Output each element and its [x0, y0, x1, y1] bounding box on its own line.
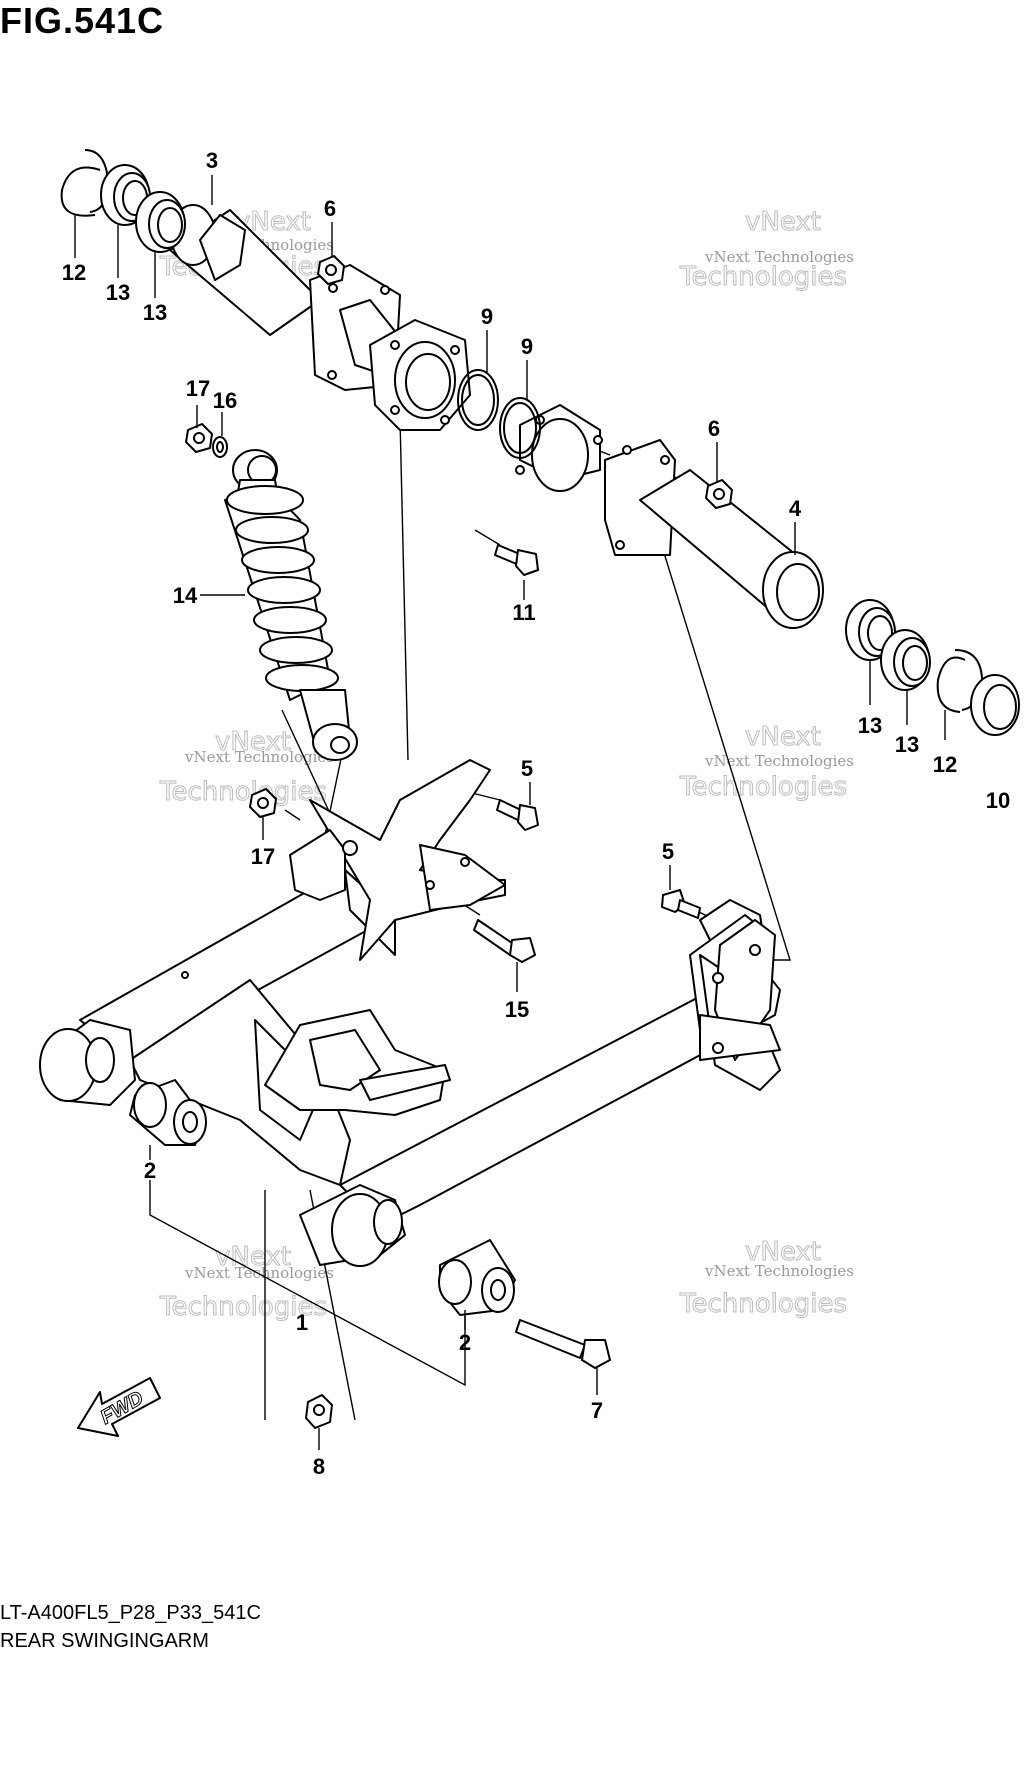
- callout-16: 16: [213, 388, 237, 413]
- circlip-12-left: [60, 149, 109, 217]
- svg-text:vNext Technologies: vNext Technologies: [704, 752, 854, 770]
- shock-absorber-14: [224, 449, 358, 761]
- svg-text:vNext: vNext: [215, 727, 291, 757]
- bearing-13-right-b: [880, 629, 931, 691]
- svg-text:Technologies: Technologies: [159, 777, 327, 807]
- nut-6-top: [317, 255, 345, 285]
- svg-text:Technologies: Technologies: [679, 772, 847, 802]
- svg-text:vNext Technologies: vNext Technologies: [184, 1264, 334, 1282]
- watermarks: vNext Technologies vNext Technologies vN…: [159, 207, 855, 1323]
- bolt-11: [494, 544, 539, 576]
- watermark-2: vNext Technologies vNext Technologies: [679, 207, 855, 293]
- callout-13-right-b: 13: [895, 732, 919, 757]
- watermark-6: vNext Technologies vNext Technologies: [679, 1237, 855, 1320]
- svg-text:Technologies: Technologies: [679, 262, 847, 292]
- callout-5-upper: 5: [521, 756, 533, 781]
- callout-17-lower: 17: [251, 844, 275, 869]
- svg-text:vNext: vNext: [745, 1237, 821, 1267]
- watermark-5: vNext Technologies vNext Technologies: [159, 1242, 335, 1323]
- bearing-13-right-a: [845, 599, 896, 661]
- bushing-2-left: [129, 1079, 207, 1146]
- watermark-4: vNext Technologies vNext Technologies: [679, 722, 855, 803]
- seal-10: [970, 674, 1020, 736]
- swingarm: [39, 759, 781, 1267]
- callout-13-left-b: 13: [143, 300, 167, 325]
- svg-text:vNext Technologies: vNext Technologies: [184, 748, 334, 766]
- callout-17-top: 17: [186, 376, 210, 401]
- callout-2-left: 2: [144, 1158, 156, 1183]
- nut-17-top: [185, 423, 213, 453]
- callout-10: 10: [986, 788, 1010, 813]
- pivot-bolt-7: [515, 1319, 611, 1369]
- nut-8: [305, 1394, 333, 1429]
- model-code: LT-A400FL5_P28_P33_541C: [0, 1602, 261, 1624]
- callout-8: 8: [313, 1454, 325, 1479]
- bolt-15: [473, 919, 536, 963]
- callout-7: 7: [591, 1398, 603, 1423]
- oring-9b: [499, 397, 541, 459]
- callout-1: 1: [296, 1310, 308, 1335]
- callout-4: 4: [789, 496, 802, 521]
- svg-text:Technologies: Technologies: [159, 1292, 327, 1322]
- callout-6-top: 6: [324, 196, 336, 221]
- shaft-4: [515, 404, 824, 629]
- callout-3: 3: [206, 148, 218, 173]
- bolt-5-upper: [496, 799, 539, 831]
- callout-2-right: 2: [459, 1330, 471, 1355]
- svg-text:vNext Technologies: vNext Technologies: [704, 1262, 854, 1280]
- callout-6-right: 6: [708, 416, 720, 441]
- callout-15: 15: [505, 997, 529, 1022]
- svg-text:vNext: vNext: [745, 722, 821, 752]
- svg-text:vNext: vNext: [745, 207, 821, 237]
- shaft-3: [169, 204, 471, 431]
- callout-9a: 9: [481, 304, 493, 329]
- leader-lines: [74, 175, 946, 1450]
- part-name: REAR SWINGINGARM: [0, 1630, 209, 1652]
- fwd-arrow-icon: FWD: [77, 1377, 161, 1437]
- callout-5-lower: 5: [662, 839, 674, 864]
- svg-text:Technologies: Technologies: [679, 1289, 847, 1319]
- callout-14: 14: [173, 583, 198, 608]
- callout-13-left-a: 13: [106, 280, 130, 305]
- washer-16: [212, 436, 228, 458]
- callout-11: 11: [512, 600, 535, 625]
- callout-13-right-a: 13: [858, 713, 882, 738]
- bearing-13-left-b: [135, 191, 186, 253]
- bushing-2-right: [438, 1239, 516, 1316]
- callout-9b: 9: [521, 334, 533, 359]
- watermark-3: vNext Technologies vNext Technologies: [159, 727, 335, 808]
- nut-17-lower: [249, 788, 277, 818]
- callout-12-right: 12: [933, 752, 957, 777]
- nut-6-right: [705, 479, 733, 509]
- figure-title: FIG.541C: [0, 0, 165, 41]
- callout-12-left: 12: [62, 260, 86, 285]
- oring-9a: [457, 369, 499, 431]
- bolt-5-lower: [661, 889, 701, 919]
- callouts: 1 2 2 3 4 5 5 6 6 7 8 9 9 10 11 12 12 13…: [62, 148, 1010, 1479]
- svg-text:vNext Technologies: vNext Technologies: [704, 248, 854, 266]
